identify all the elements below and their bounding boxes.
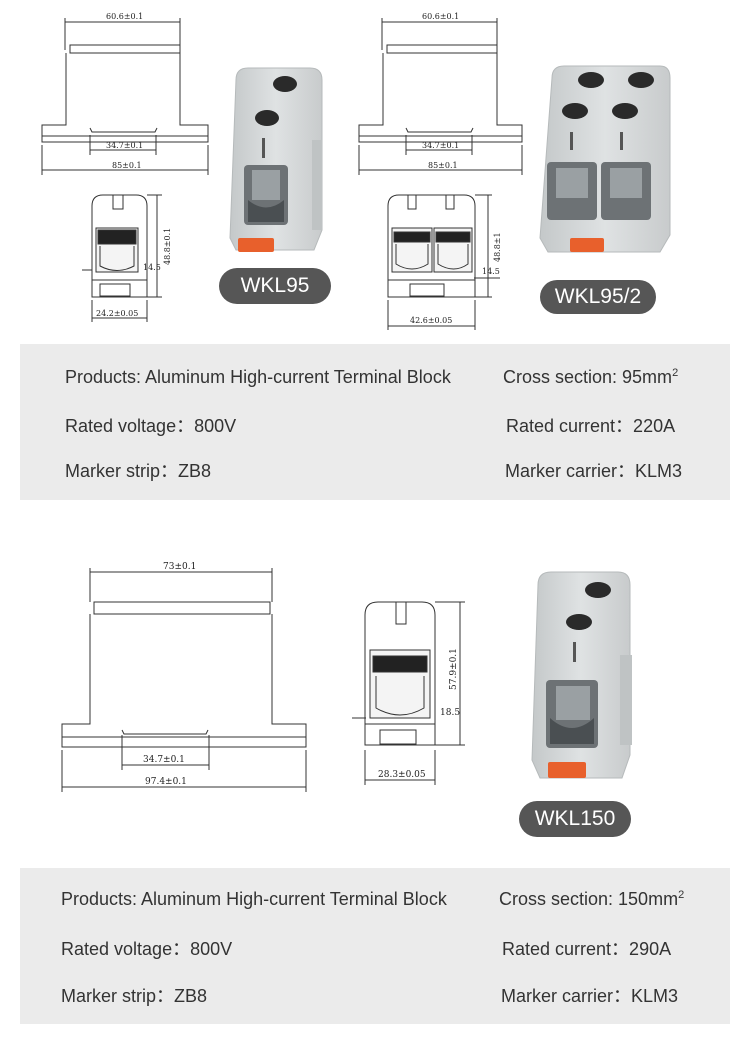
wkl95-2-top-width-label: 60.6±0.1 <box>422 12 459 21</box>
wkl150-side-label: 18.5 <box>440 708 460 718</box>
wkl95-2-width-label: 42.6±0.05 <box>410 316 452 325</box>
products-text: Products: Aluminum High-current Terminal… <box>65 367 451 387</box>
rated-current-text: Rated current：220A <box>506 416 676 436</box>
products-text: Products: Aluminum High-current Terminal… <box>61 889 447 909</box>
marker-carrier-text: Marker carrier：KLM3 <box>505 461 683 481</box>
wkl95-rail-label: 34.7±0.1 <box>106 141 143 150</box>
marker-strip-text: Marker strip：ZB8 <box>61 986 208 1006</box>
wkl150-width-label: 28.3±0.05 <box>378 770 426 780</box>
wkl150-top-width-label: 73±0.1 <box>163 562 196 572</box>
rated-voltage-text: Rated voltage：800V <box>65 416 237 436</box>
wkl95-top-width-label: 60.6±0.1 <box>106 12 143 21</box>
wkl95-side-label: 14.5 <box>143 263 161 272</box>
wkl95-width-label: 24.2±0.05 <box>96 309 138 318</box>
wkl150-rail-label: 34.7±0.1 <box>143 755 185 765</box>
wkl95-2-side-label: 14.5 <box>482 267 500 276</box>
cross-section-text: Cross section: 150mm2 <box>499 889 685 909</box>
rated-voltage-text: Rated voltage：800V <box>61 939 233 959</box>
wkl95-2-rail-label: 34.7±0.1 <box>422 141 459 150</box>
wkl150-height-label: 57.9±0.1 <box>449 648 459 690</box>
wkl95-2-base-label: 85±0.1 <box>428 161 458 170</box>
wkl150-base-label: 97.4±0.1 <box>145 777 187 787</box>
wkl150-model-label: WKL150 <box>519 801 631 837</box>
wkl95-2-height-label: 48.8±1 <box>493 232 502 262</box>
spec-table-wkl150: Products: Aluminum High-current Terminal… <box>20 868 730 1024</box>
wkl95-model-label: WKL95 <box>219 268 331 304</box>
cross-section-text: Cross section: 95mm2 <box>503 367 679 387</box>
wkl95-2-model-label: WKL95/2 <box>540 280 656 314</box>
spec-table-wkl95: Products: Aluminum High-current Terminal… <box>20 344 730 500</box>
marker-strip-text: Marker strip：ZB8 <box>65 461 212 481</box>
rated-current-text: Rated current：290A <box>502 939 672 959</box>
marker-carrier-text: Marker carrier：KLM3 <box>501 986 679 1006</box>
wkl95-base-label: 85±0.1 <box>112 161 142 170</box>
wkl95-height-label: 48.8±0.1 <box>163 228 172 265</box>
